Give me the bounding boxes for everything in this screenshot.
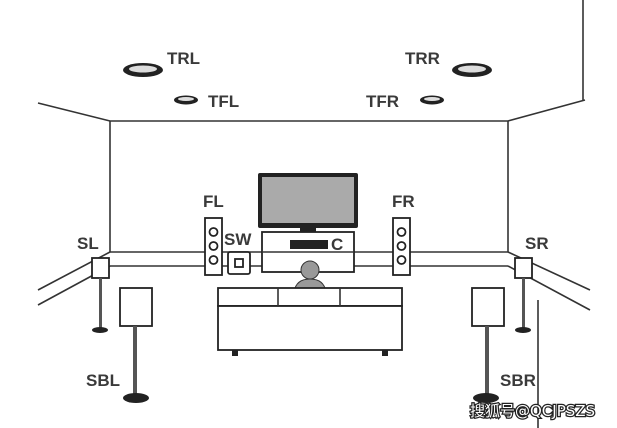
speaker-sl — [91, 257, 110, 333]
speaker-sbl — [119, 287, 153, 403]
ceiling-speaker-tfr — [420, 95, 444, 105]
label-trr: TRR — [405, 49, 440, 68]
ceiling-speaker-trl — [123, 63, 163, 77]
label-sr: SR — [525, 234, 549, 253]
speaker-fl — [204, 217, 223, 276]
ceiling-speaker-trr — [452, 63, 492, 77]
label-tfl: TFL — [208, 92, 239, 111]
speaker-fr — [392, 217, 411, 276]
speaker-sbr — [471, 287, 505, 403]
label-c: C — [331, 235, 343, 254]
label-tfr: TFR — [366, 92, 399, 111]
tv — [258, 173, 358, 273]
label-sbr: SBR — [500, 371, 536, 390]
watermark: 搜狐号@QCJPSZS — [470, 402, 595, 420]
sofa — [217, 287, 403, 356]
label-sw: SW — [224, 230, 252, 249]
speaker-sr — [514, 257, 533, 333]
label-fr: FR — [392, 192, 415, 211]
label-fl: FL — [203, 192, 224, 211]
label-trl: TRL — [167, 49, 200, 68]
subwoofer — [227, 251, 251, 275]
ceiling-speaker-tfl — [174, 95, 198, 105]
label-sbl: SBL — [86, 371, 120, 390]
label-sl: SL — [77, 234, 99, 253]
